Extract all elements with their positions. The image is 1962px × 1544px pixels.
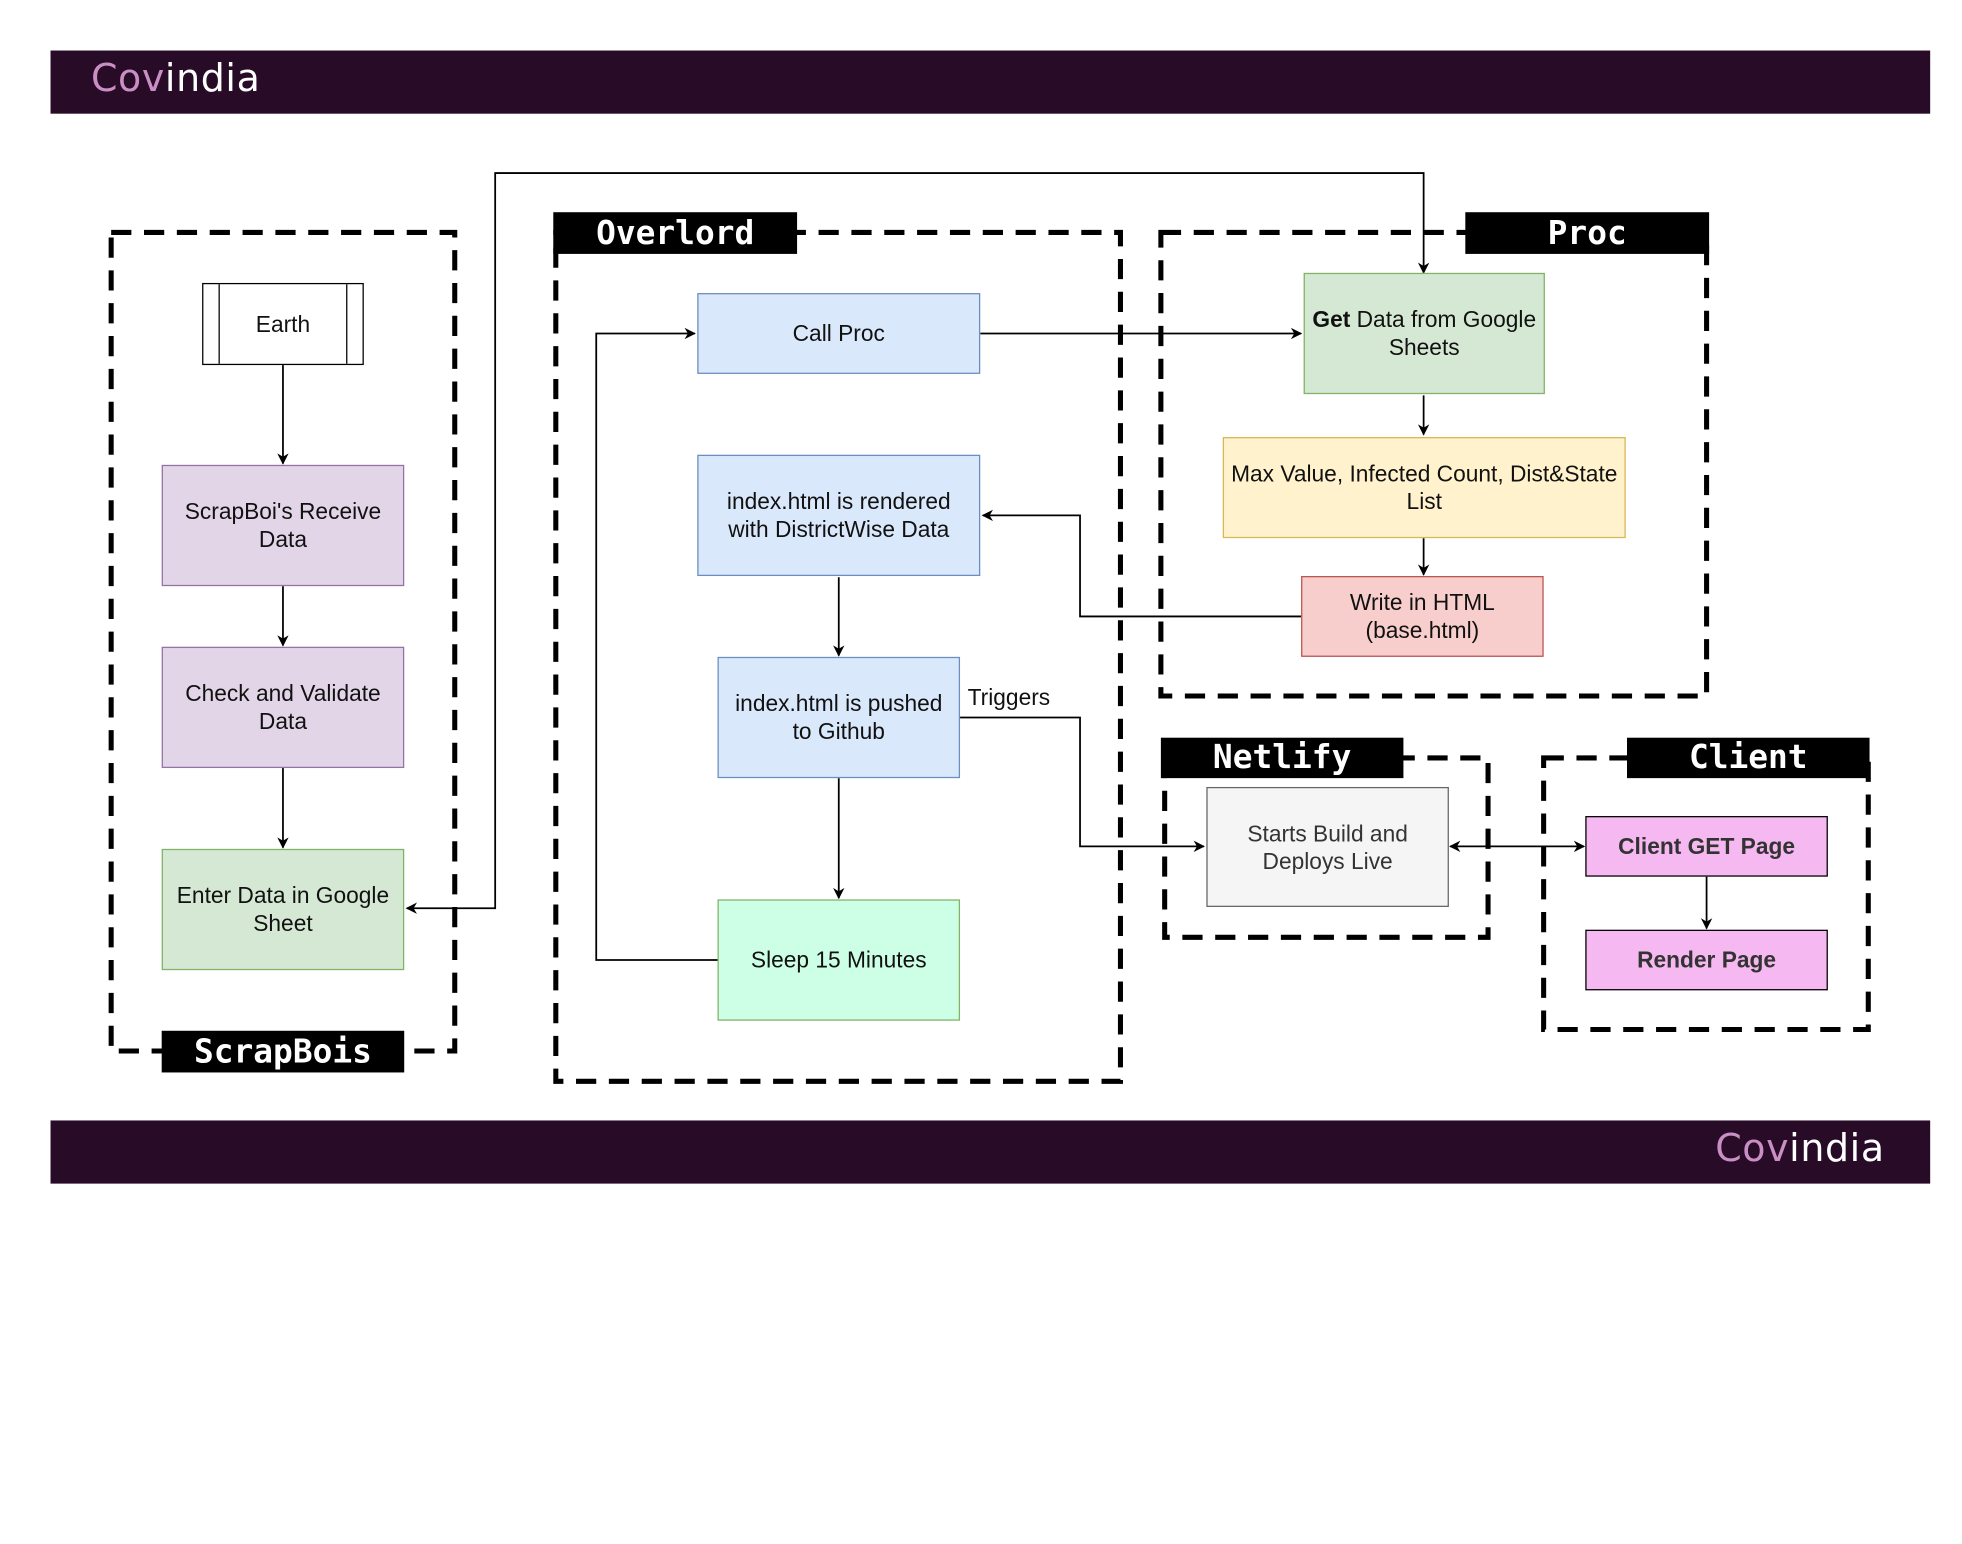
brand-suffix: india [164, 56, 261, 102]
process-bar-right [346, 284, 348, 364]
node-build-deploy: Starts Build and Deploys Live [1206, 786, 1449, 907]
node-get-data-rest: Data from Google Sheets [1350, 306, 1537, 361]
edge-label-triggers: Triggers [967, 684, 1051, 710]
node-get-data-bold: Get [1312, 306, 1351, 333]
process-bar-left [218, 284, 220, 364]
brand-prefix: Cov [1715, 1126, 1790, 1171]
edge-sleep-callproc [595, 327, 718, 961]
node-earth: Earth [202, 282, 364, 366]
group-tag-scrapbois: ScrapBois [161, 1030, 405, 1073]
diagram-edges [108, 172, 1871, 1084]
group-tag-client: Client [1627, 737, 1870, 779]
node-earth-label: Earth [255, 311, 311, 337]
node-receive-data: ScrapBoi's Receive Data [161, 464, 405, 587]
edge-pushed-build [960, 716, 1205, 853]
node-index-rendered: index.html is rendered with DistrictWise… [697, 454, 981, 577]
edge-get-enter [405, 172, 1430, 914]
node-index-pushed: index.html is pushed to Github [717, 656, 961, 779]
brand-prefix: Cov [90, 56, 165, 102]
node-max-value: Max Value, Infected Count, Dist&State Li… [1222, 437, 1626, 539]
node-client-get: Client GET Page [1585, 816, 1828, 877]
node-sleep: Sleep 15 Minutes [717, 899, 961, 1021]
node-write-html: Write in HTML (base.html) [1301, 576, 1544, 657]
brand-logo-header: Covindia [91, 57, 261, 101]
group-client-border [1541, 755, 1871, 1033]
header-bar: Covindia [50, 50, 1931, 114]
node-check-validate: Check and Validate Data [161, 646, 405, 769]
group-tag-proc: Proc [1465, 212, 1710, 254]
node-enter-data: Enter Data in Google Sheet [161, 848, 405, 971]
brand-logo-footer: Covindia [1715, 1127, 1885, 1171]
node-get-data: Get Data from Google Sheets [1303, 272, 1545, 395]
edge-write-rendered [981, 509, 1302, 618]
footer-bar: Covindia [50, 1120, 1931, 1184]
node-render-page: Render Page [1585, 929, 1828, 991]
node-get-data-label: Get Data from Google Sheets [1310, 306, 1539, 362]
group-tag-overlord: Overlord [553, 212, 798, 254]
group-tag-netlify: Netlify [1160, 737, 1404, 779]
node-call-proc: Call Proc [697, 293, 981, 374]
brand-suffix: india [1789, 1126, 1885, 1171]
